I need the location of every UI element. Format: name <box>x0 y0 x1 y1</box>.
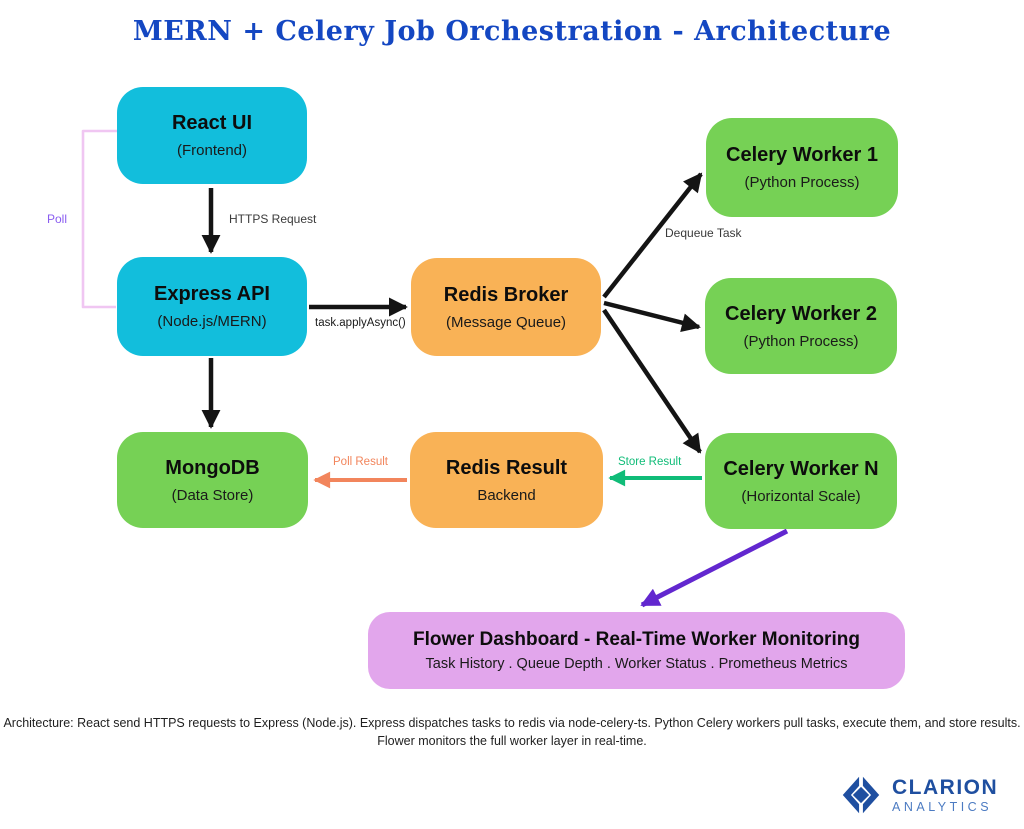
node-flower-dashboard-title: Flower Dashboard - Real-Time Worker Moni… <box>413 629 860 650</box>
footer-line2: Flower monitors the full worker layer in… <box>377 734 647 749</box>
node-mongodb-subtitle: (Data Store) <box>171 486 254 504</box>
node-flower-dashboard: Flower Dashboard - Real-Time Worker Moni… <box>368 612 905 689</box>
node-express-api-title: Express API <box>154 283 270 305</box>
node-express-api: Express API (Node.js/MERN) <box>117 257 307 356</box>
edge-label-poll-result: Poll Result <box>333 456 388 468</box>
node-react-ui-title: React UI <box>171 112 253 134</box>
node-express-api-subtitle: (Node.js/MERN) <box>157 313 267 330</box>
node-celery-worker-2-title: Celery Worker 2 <box>725 302 877 325</box>
poll-connector-line <box>81 129 117 309</box>
footer-description: Architecture: React send HTTPS requests … <box>0 714 1024 750</box>
node-celery-worker-n-subtitle: (Horizontal Scale) <box>741 487 861 505</box>
node-redis-result: Redis Result Backend <box>410 432 603 528</box>
node-redis-result-title: Redis Result <box>445 456 568 479</box>
node-redis-broker-title: Redis Broker <box>443 283 569 306</box>
edge-label-store-result: Store Result <box>618 456 682 468</box>
clarion-diamond-icon <box>842 776 880 814</box>
node-redis-broker: Redis Broker (Message Queue) <box>411 258 601 356</box>
node-redis-result-subtitle: Backend <box>477 486 536 504</box>
node-redis-broker-subtitle: (Message Queue) <box>445 313 567 331</box>
node-celery-worker-n: Celery Worker N (Horizontal Scale) <box>705 433 897 529</box>
node-mongodb: MongoDB (Data Store) <box>117 432 308 528</box>
edge-label-https-request: HTTPS Request <box>229 212 317 226</box>
clarion-analytics-logo: CLARION ANALYTICS <box>838 772 998 818</box>
logo-tagline: ANALYTICS <box>892 799 993 814</box>
edge-label-task-applyasync: task.applyAsync() <box>315 317 406 329</box>
arrow-broker-to-worker2 <box>603 300 701 332</box>
node-celery-worker-1-subtitle: (Python Process) <box>744 174 860 191</box>
edge-label-poll: Poll <box>47 212 68 226</box>
page-title: MERN + Celery Job Orchestration - Archit… <box>132 16 892 47</box>
node-flower-dashboard-subtitle: Task History . Queue Depth . Worker Stat… <box>425 656 848 672</box>
node-celery-worker-1: Celery Worker 1 (Python Process) <box>706 118 898 217</box>
arrow-broker-to-workerN <box>602 308 702 454</box>
node-react-ui-subtitle: (Frontend) <box>176 142 248 159</box>
logo-name: CLARION <box>892 775 999 799</box>
node-celery-worker-2-subtitle: (Python Process) <box>743 332 859 350</box>
node-celery-worker-1-title: Celery Worker 1 <box>726 144 878 166</box>
logo-text: CLARION ANALYTICS <box>892 777 998 814</box>
node-mongodb-title: MongoDB <box>165 456 260 479</box>
node-react-ui: React UI (Frontend) <box>117 87 307 184</box>
node-celery-worker-2: Celery Worker 2 (Python Process) <box>705 278 897 374</box>
edge-label-dequeue-task: Dequeue Task <box>665 226 742 240</box>
footer-line1: Architecture: React send HTTPS requests … <box>3 716 1021 730</box>
node-celery-worker-n-title: Celery Worker N <box>723 457 879 480</box>
arrow-workerN-to-flower <box>640 528 789 608</box>
